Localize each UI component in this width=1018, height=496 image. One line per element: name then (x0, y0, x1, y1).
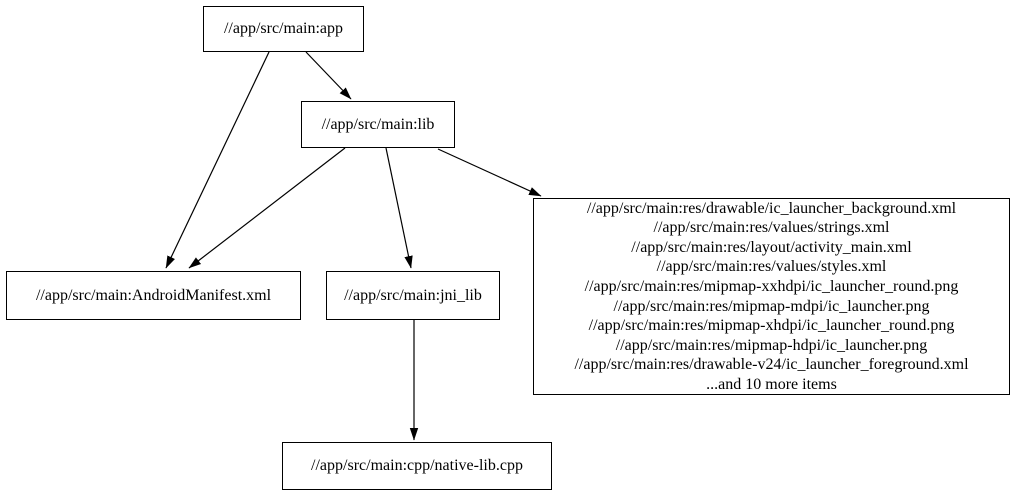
node-android-manifest: //app/src/main:AndroidManifest.xml (6, 271, 301, 320)
node-app-label: //app/src/main:app (223, 20, 344, 38)
edge-app-to-lib (305, 51, 352, 100)
edge-lib-to-res-files (437, 148, 542, 197)
edge-app-to-manifest (165, 51, 270, 269)
node-res-files-group: //app/src/main:res/drawable/ic_launcher_… (533, 198, 1010, 395)
node-lib-label: //app/src/main:lib (321, 115, 435, 133)
node-jni-lib: //app/src/main:jni_lib (326, 271, 500, 320)
node-jni-lib-label: //app/src/main:jni_lib (344, 286, 482, 304)
node-native-lib-cpp-label: //app/src/main:cpp/native-lib.cpp (311, 457, 523, 475)
edge-lib-to-manifest (188, 147, 346, 269)
node-res-files-group-label: //app/src/main:res/drawable/ic_launcher_… (574, 199, 969, 393)
edge-lib-to-jni-lib (385, 147, 413, 269)
node-app: //app/src/main:app (203, 6, 364, 52)
node-lib: //app/src/main:lib (301, 101, 455, 148)
node-android-manifest-label: //app/src/main:AndroidManifest.xml (35, 286, 272, 304)
node-native-lib-cpp: //app/src/main:cpp/native-lib.cpp (282, 442, 552, 490)
